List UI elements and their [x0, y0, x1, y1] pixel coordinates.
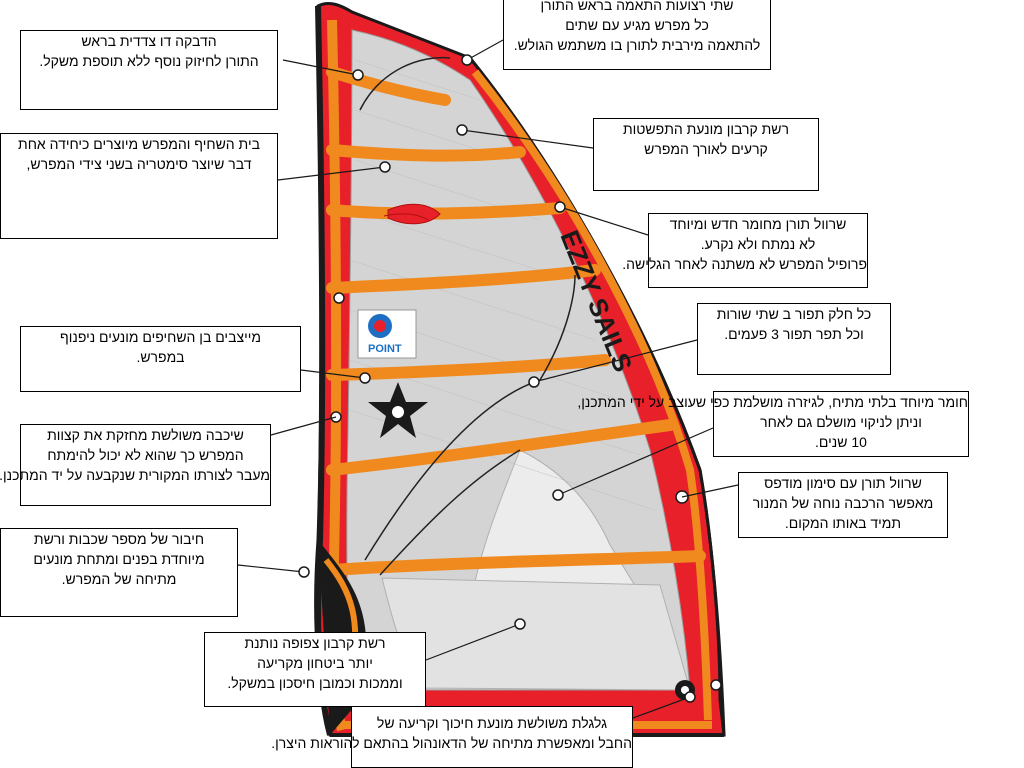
callout-double-stitch: כל חלק תפור ב שתי שורות וכל תפר תפור 3 פע… [697, 303, 891, 375]
leader-multi-layer [237, 564, 305, 573]
batten-3 [326, 202, 566, 220]
callout-multi-layer: חיבור של מספר שכבות ורשת מיוחדת בפנים ומת… [0, 528, 238, 617]
sail-window-lower [381, 577, 691, 691]
callout-triangle-layer: שיכבה משולשת מחזקת את קצוות המפרש כך שהוא… [0, 424, 271, 506]
callout-line: הדבקה דו צדדית בראש [81, 33, 217, 49]
callout-line: וכל תפר תפור 3 פעמים. [724, 326, 864, 342]
callout-line: שרוול תורן עם סימון מודפס [764, 475, 922, 491]
callout-line: במפרש. [136, 349, 185, 365]
callout-monofilm: חומר מיוחד בלתי מתיח, לגיזרה מושלמת כפי … [577, 391, 969, 457]
callout-line: מעבר לצורתו המקורית שנקבעה על יד המתכנן. [0, 467, 270, 483]
leader-triangle [270, 416, 337, 436]
callout-line: שתי רצועות התאמה בראש התורן [540, 0, 734, 13]
callout-line: לא נמתח ולא נקרע. [700, 236, 816, 252]
mesh-panel [346, 29, 691, 691]
batten-7 [326, 550, 706, 576]
callout-printed-luff: שרוול תורן עם סימון מודפס מאפשר הרכבה נוח… [738, 472, 948, 538]
leader-lines [237, 39, 739, 719]
callout-line: כל חלק תפור ב שתי שורות [716, 306, 872, 322]
callout-line: החבל ומאפשרת מתיחה של הדאונהול בהתאם להו… [271, 735, 632, 751]
batten-1 [326, 66, 451, 106]
star-emblem [368, 382, 428, 438]
leader-double-tape [282, 59, 359, 76]
callout-top-buckles: שתי רצועות התאמה בראש התורן כל מפרש מגיע … [503, 0, 771, 70]
callout-line: רשת קרבון מונעת התפשטות [622, 121, 789, 137]
flame-emblem [383, 203, 441, 225]
point-logo: POINT [357, 309, 417, 359]
callout-line: רשת קרבון צפופה נותנת [244, 635, 386, 651]
leader-stabilizers [300, 369, 366, 379]
callout-tack-pulley: גלגלת משולשת מונעת חיכוך וקריעה של החבל ו… [271, 706, 633, 768]
leader-double-stitch [533, 339, 698, 383]
callout-line: 10 שנים. [815, 434, 867, 450]
callout-line: להתאמה מירבית לתורן בו משתמש הגולש. [513, 37, 761, 53]
leech-orange-strip [471, 69, 712, 721]
callout-line: וניתן לניקוי מושלם גם לאחר [760, 414, 922, 430]
callout-line: שיכבה משולשת מחזקת את קצוות [47, 427, 244, 443]
batten-4 [326, 264, 601, 294]
callout-line: מיוחדת בפנים ומתחת מונעים [33, 551, 205, 567]
leader-new-luff [559, 206, 649, 236]
seams [359, 56, 576, 576]
callout-double-tape-head: הדבקה דו צדדית בראש התורן לחיזוק נוסף ללא… [20, 30, 278, 110]
leader-carbon-mesh [461, 129, 594, 149]
callout-line: מתיחה של המפרש. [61, 571, 177, 587]
leader-printed-luff [681, 484, 739, 498]
leader-tack-pulley [632, 696, 691, 719]
callout-line: התורן לחיזוק נוסף ללא תוספת משקל. [39, 53, 259, 69]
callout-line: יותר ביטחון מקריעה [257, 655, 373, 671]
leader-batten-pocket [277, 166, 386, 181]
callout-line: פרופיל המפרש לא משתנה לאחר הגלישה. [622, 256, 867, 272]
callout-dense-carbon: רשת קרבון צפופה נותנת יותר ביטחון מקריעה ו… [204, 632, 426, 707]
callout-line: גלגלת משולשת מונעת חיכוך וקריעה של [376, 715, 608, 731]
callout-batten-pocket: בית השחיף והמפרש מיוצרים כיחידה אחת דבר ש… [0, 133, 278, 239]
callout-line: שרוול תורן מחומר חדש ומיוחד [669, 216, 847, 232]
callout-carbon-mesh: רשת קרבון מונעת התפשטות קרעים לאורך המפרש [593, 118, 819, 191]
callout-new-luff-sleeve: שרוול תורן מחומר חדש ומיוחד לא נמתח ולא נ… [622, 213, 868, 288]
callout-line: תמיד באותו המקום. [784, 515, 902, 531]
leader-top-buckles [466, 39, 504, 61]
callout-line: חיבור של מספר שכבות ורשת [33, 531, 205, 547]
callout-line: חומר מיוחד בלתי מתיח, לגיזרה מושלמת כפי … [577, 394, 968, 410]
callout-line: כל מפרש מגיע עם שתים [565, 17, 709, 33]
logo-text: POINT [368, 343, 402, 355]
callout-line: בית השחיף והמפרש מיוצרים כיחידה אחת [18, 136, 260, 152]
leader-dense-carbon [425, 623, 521, 661]
callout-batten-stabilizers: מייצבים בן השחיפים מונעים ניפנוף במפרש. [20, 326, 301, 392]
callout-line: המפרש כך שהוא לא יכול להימתח [47, 447, 244, 463]
callout-line: מאפשר הרכבה נוחה של המנור [752, 495, 934, 511]
batten-2 [326, 144, 526, 162]
callout-line: וממכות וכמובן חיסכון במשקל. [227, 675, 403, 691]
callout-line: קרעים לאורך המפרש [644, 141, 768, 157]
leader-monofilm [557, 427, 714, 496]
callout-line: דבר שיוצר סימטריה בשני צידי המפרש, [26, 156, 252, 172]
batten-6 [326, 419, 676, 476]
batten-5 [326, 354, 611, 381]
callout-line: מייצבים בן השחיפים מונעים ניפנוף [60, 329, 261, 345]
leader-dots [298, 54, 696, 703]
battens [326, 66, 706, 576]
